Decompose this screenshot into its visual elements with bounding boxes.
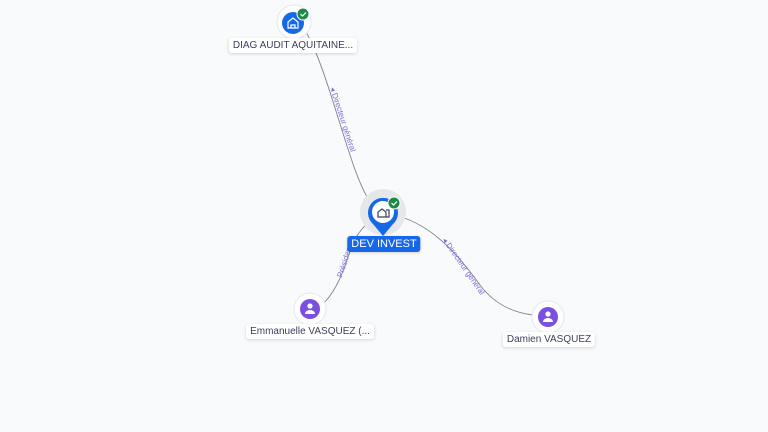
- person-icon: [305, 303, 315, 314]
- verified-icon: [296, 7, 310, 21]
- node-center[interactable]: [360, 189, 406, 236]
- node-diag[interactable]: [276, 4, 312, 40]
- node-emmanuelle[interactable]: [293, 292, 327, 326]
- company-icon: [377, 208, 390, 218]
- person-icon: [543, 311, 553, 322]
- edge-damien-center: [397, 215, 534, 316]
- edge-label-diag-center: ◂ Directeur général: [328, 86, 358, 153]
- edge-label-damien-center: ◂ Directeur général: [440, 236, 486, 297]
- edge-diag-center: [305, 31, 373, 206]
- node-label-damien[interactable]: Damien VASQUEZ: [502, 332, 596, 347]
- verified-icon: [387, 196, 401, 210]
- node-label-diag[interactable]: DIAG AUDIT AQUITAINE...: [228, 38, 358, 53]
- node-label-emmanuelle[interactable]: Emmanuelle VASQUEZ (...: [246, 324, 374, 339]
- node-label-center[interactable]: DEV INVEST: [347, 236, 421, 252]
- company-icon: [287, 17, 299, 29]
- node-damien[interactable]: [531, 300, 565, 334]
